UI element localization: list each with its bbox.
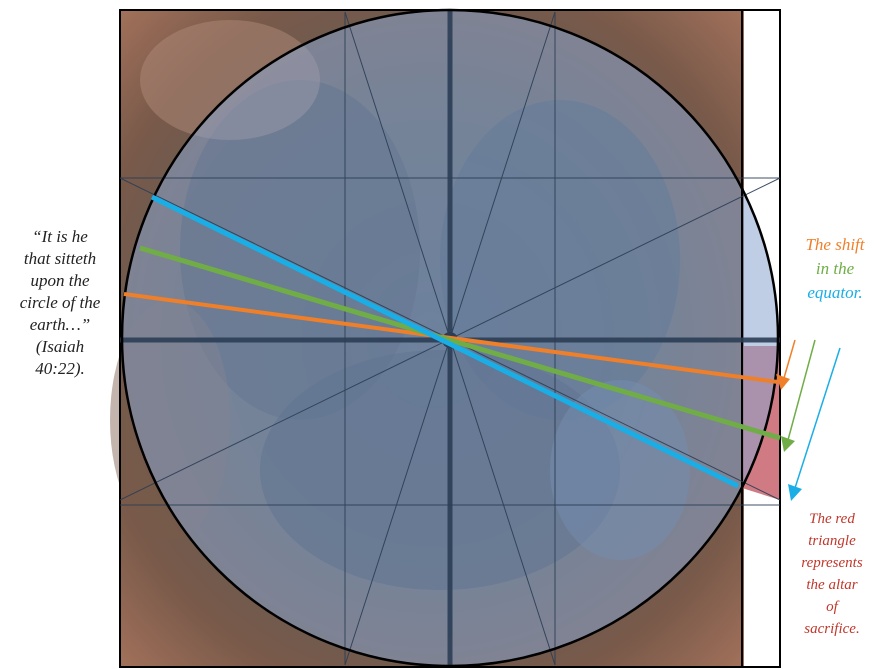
shift-label-line3: equator. xyxy=(807,283,863,302)
green-arrow xyxy=(781,339,816,452)
shift-label: The shift in the equator. xyxy=(790,233,876,305)
red-triangle-label: The red triangle represents the altar of… xyxy=(801,511,863,637)
globe-outline xyxy=(120,8,780,668)
blue-equator-line xyxy=(150,194,740,489)
shift-label-line1: The shift xyxy=(805,235,865,254)
shift-label-line2: in the xyxy=(815,259,855,278)
isaiah-quote: “It is he that sitteth upon the circle o… xyxy=(19,227,101,378)
orange-arrow xyxy=(776,339,796,390)
blue-arrow xyxy=(788,347,841,501)
green-equator-line xyxy=(139,245,781,441)
